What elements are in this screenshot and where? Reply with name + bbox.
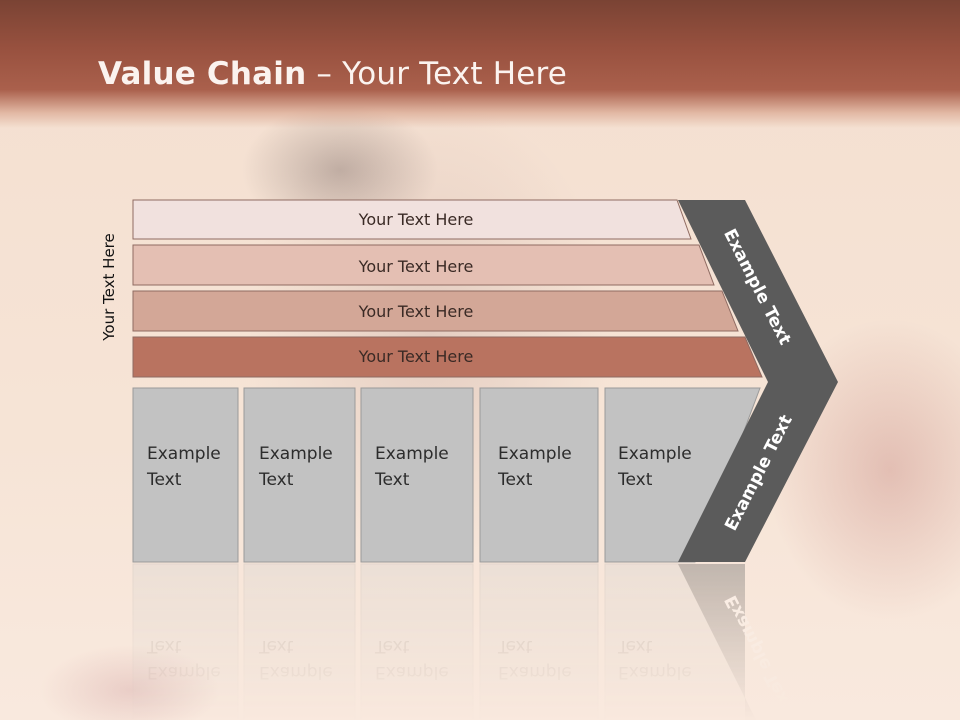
box-2-line2: Text (374, 470, 410, 490)
reflection-box-1-line1: Example (259, 662, 333, 682)
box-1-line1: Example (259, 444, 333, 464)
band-1[interactable]: Your Text Here (132, 244, 715, 286)
reflection-box-2-line1: Example (375, 662, 449, 682)
band-0-label: Your Text Here (358, 210, 474, 229)
box-1-shape (243, 387, 356, 563)
box-0-shape (132, 387, 239, 563)
box-4-line2: Text (617, 470, 653, 490)
band-3[interactable]: Your Text Here (132, 336, 763, 378)
reflection-box-4-line2: Text (617, 636, 653, 656)
reflection-box-0-line1: Example (147, 662, 221, 682)
box-1-line2: Text (258, 470, 294, 490)
reflection-box-0-line2: Text (146, 636, 182, 656)
header-bar (0, 0, 960, 128)
reflection-box-3 (479, 563, 599, 720)
chevron-shape (678, 200, 838, 562)
box-0-line2: Text (146, 470, 182, 490)
box-4-line1: Example (618, 444, 692, 464)
band-2-label: Your Text Here (358, 302, 474, 321)
box-2-line1: Example (375, 444, 449, 464)
reflection-box-2-line2: Text (374, 636, 410, 656)
reflection-box-2 (360, 563, 474, 720)
box-0[interactable]: Example Text (132, 387, 239, 563)
band-1-label: Your Text Here (358, 257, 474, 276)
reflection-box-3-line2: Text (497, 636, 533, 656)
band-3-label: Your Text Here (358, 347, 474, 366)
box-3[interactable]: Example Text (479, 387, 599, 563)
reflection-box-1 (243, 563, 356, 720)
reflection-box-0 (132, 563, 239, 720)
box-2[interactable]: Example Text (360, 387, 474, 563)
band-1-shape (132, 244, 715, 286)
title-bold: Value Chain (98, 56, 307, 92)
box-3-line1: Example (498, 444, 572, 464)
reflection-chevron (678, 564, 756, 720)
band-3-shape (132, 336, 763, 378)
box-1[interactable]: Example Text (243, 387, 356, 563)
reflection-box-4-line1: Example (618, 662, 692, 682)
box-2-shape (360, 387, 474, 563)
slide-title[interactable]: Value Chain – Your Text Here (98, 56, 567, 92)
title-rest: – Your Text Here (306, 56, 568, 92)
band-2-shape (132, 290, 739, 332)
reflection-box-1-line2: Text (258, 636, 294, 656)
box-3-shape (479, 387, 599, 563)
band-0[interactable]: Your Text Here (132, 199, 692, 240)
reflection-box-3-line1: Example (498, 662, 572, 682)
band-2[interactable]: Your Text Here (132, 290, 739, 332)
box-0-line1: Example (147, 444, 221, 464)
reflection: Example Text Example Text Example Text E… (132, 563, 797, 720)
band-0-shape (132, 199, 692, 240)
box-3-line2: Text (497, 470, 533, 490)
